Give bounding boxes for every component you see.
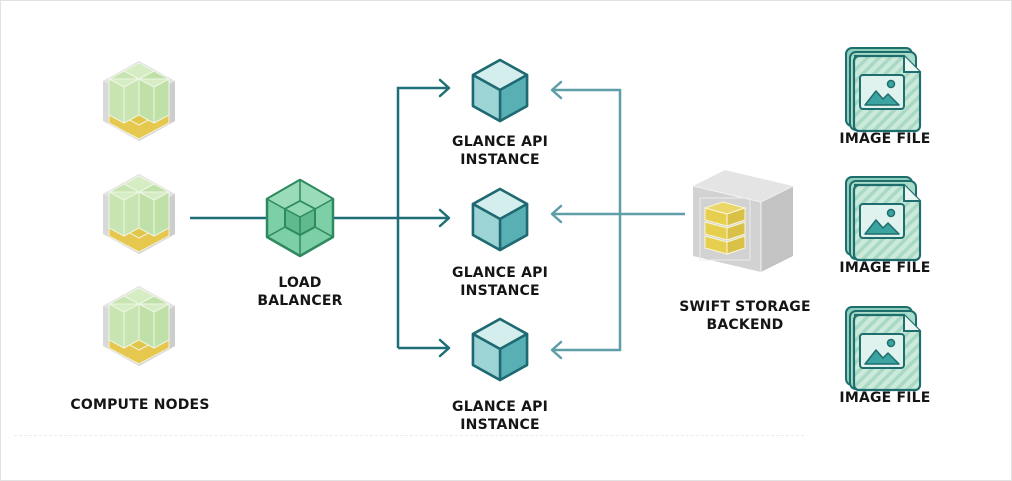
- glance-label-1-line2: INSTANCE: [460, 152, 540, 168]
- glance-label-1-line1: GLANCE API: [452, 134, 548, 150]
- compute-node-icon-1: [102, 60, 176, 142]
- divider-line: [14, 435, 804, 436]
- image-file-icon-1: [844, 46, 922, 133]
- swift-label-line1: SWIFT STORAGE: [679, 299, 811, 315]
- glance-api-instance-icon-2: [471, 187, 529, 252]
- arrowheads-lb-side: [438, 78, 451, 358]
- load-balancer-icon: [265, 178, 335, 258]
- swift-storage-icon: [692, 170, 794, 272]
- arrow-to-glance-1: [438, 78, 451, 98]
- glance-label-2-line2: INSTANCE: [460, 283, 540, 299]
- connector-swift-to-glance: [553, 88, 685, 352]
- arrow-to-glance-2: [438, 208, 451, 228]
- connector-lb-to-glance: [334, 86, 448, 350]
- image-file-label-1: IMAGE FILE: [839, 131, 931, 147]
- arrowheads-swift-side: [550, 80, 563, 360]
- glance-label-3-line2: INSTANCE: [460, 417, 540, 433]
- arrow-from-swift-2: [550, 204, 563, 224]
- compute-node-icon-3: [102, 285, 176, 367]
- arrow-to-glance-3: [438, 338, 451, 358]
- load-balancer-label-line2: BALANCER: [257, 293, 343, 309]
- load-balancer-label-line1: LOAD: [278, 275, 322, 291]
- glance-api-instance-label-3: GLANCE API INSTANCE: [430, 398, 570, 434]
- arrow-from-swift-3: [550, 340, 563, 360]
- swift-label-line2: BACKEND: [706, 317, 784, 333]
- compute-nodes-label: COMPUTE NODES: [70, 397, 210, 413]
- glance-label-2-line1: GLANCE API: [452, 265, 548, 281]
- glance-api-instance-icon-1: [471, 58, 529, 123]
- image-file-label-2: IMAGE FILE: [839, 260, 931, 276]
- image-file-label-3: IMAGE FILE: [839, 390, 931, 406]
- compute-node-icon-2: [102, 173, 176, 255]
- glance-label-3-line1: GLANCE API: [452, 399, 548, 415]
- swift-storage-label: SWIFT STORAGE BACKEND: [660, 298, 830, 334]
- image-file-icon-2: [844, 175, 922, 262]
- image-file-icon-3: [844, 305, 922, 392]
- glance-api-instance-label-2: GLANCE API INSTANCE: [430, 264, 570, 300]
- glance-api-instance-label-1: GLANCE API INSTANCE: [430, 133, 570, 169]
- arrow-from-swift-1: [550, 80, 563, 100]
- load-balancer-label: LOAD BALANCER: [240, 274, 360, 310]
- glance-api-instance-icon-3: [471, 317, 529, 382]
